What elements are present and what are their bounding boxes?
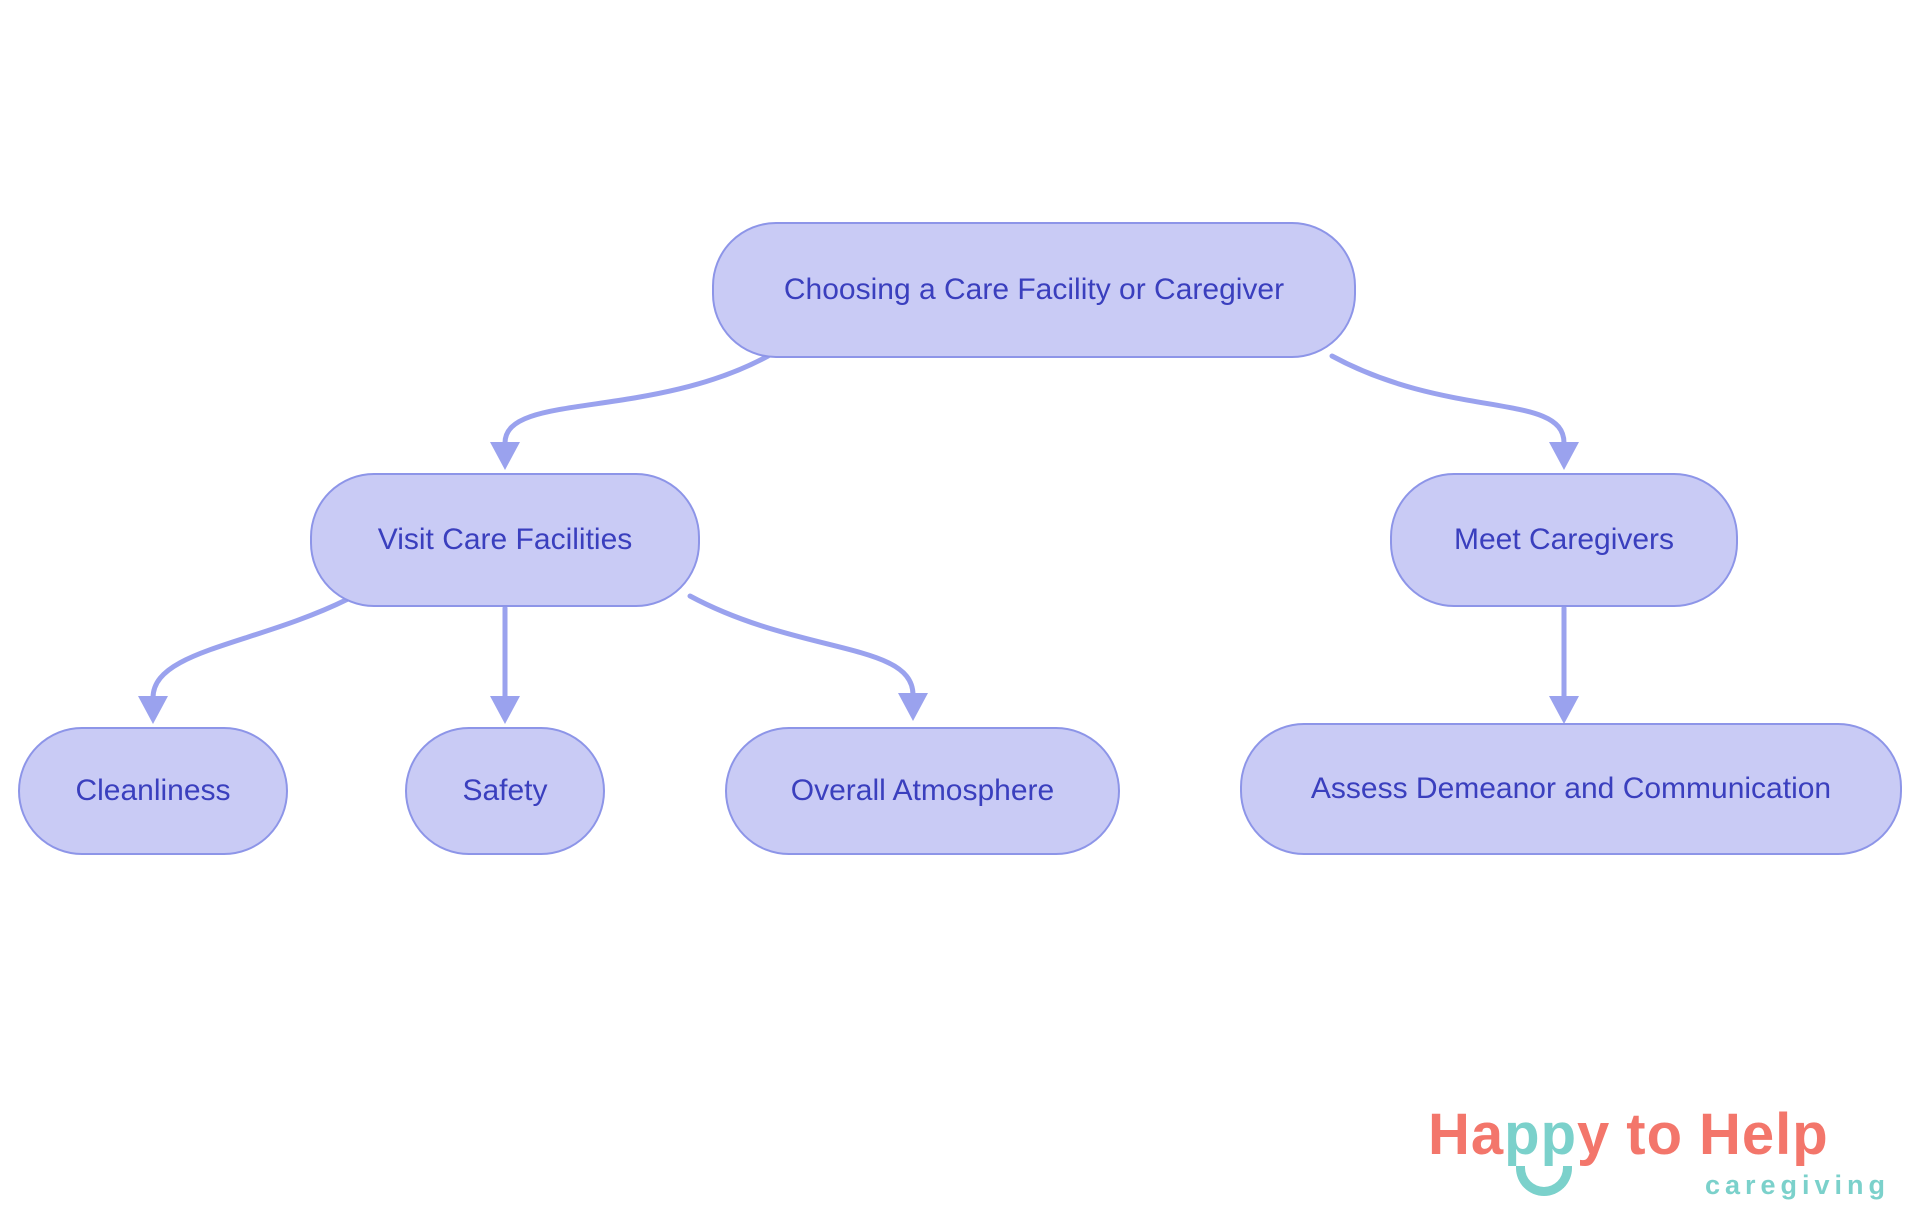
node-label: Cleanliness bbox=[75, 774, 231, 807]
edge-line bbox=[1329, 353, 1567, 446]
node-meet-caregivers: Meet Caregivers bbox=[1390, 473, 1738, 607]
edge-arrowhead bbox=[898, 693, 928, 721]
node-visit-care-facilities: Visit Care Facilities bbox=[310, 473, 700, 607]
edge-meet-to-assess bbox=[1549, 605, 1579, 724]
node-cleanliness: Cleanliness bbox=[18, 727, 288, 855]
edge-arrowhead bbox=[490, 442, 520, 470]
logo-text-ha: Ha bbox=[1428, 1102, 1505, 1167]
node-label: Overall Atmosphere bbox=[790, 774, 1055, 807]
edge-line bbox=[502, 353, 771, 446]
edge-root-to-visit bbox=[490, 353, 771, 470]
logo-text-to: to bbox=[1626, 1102, 1684, 1167]
logo-text-pp: pp bbox=[1504, 1102, 1578, 1167]
node-safety: Safety bbox=[405, 727, 605, 855]
edge-visit-to-safety bbox=[490, 605, 520, 724]
smile-icon bbox=[1516, 1166, 1572, 1196]
edge-arrowhead bbox=[1549, 442, 1579, 470]
edge-arrowhead bbox=[138, 696, 168, 724]
edge-visit-to-overall bbox=[687, 593, 928, 721]
edge-line bbox=[150, 596, 351, 701]
node-label: Safety bbox=[462, 774, 548, 807]
node-overall-atmosphere: Overall Atmosphere bbox=[725, 727, 1120, 855]
node-assess-demeanor-and-communication: Assess Demeanor and Communication bbox=[1240, 723, 1902, 855]
edge-visit-to-cleanliness bbox=[138, 596, 351, 724]
node-label: Visit Care Facilities bbox=[377, 523, 633, 556]
node-label: Assess Demeanor and Communication bbox=[1310, 772, 1832, 805]
logo-subtitle: caregiving bbox=[1704, 1170, 1890, 1200]
logo-text-help: Help bbox=[1699, 1102, 1829, 1167]
node-label: Meet Caregivers bbox=[1453, 523, 1675, 556]
node-label: Choosing a Care Facility or Caregiver bbox=[783, 273, 1285, 306]
edge-root-to-meet bbox=[1329, 353, 1579, 470]
edge-arrowhead bbox=[1549, 696, 1579, 724]
logo-text-y: y bbox=[1577, 1102, 1611, 1167]
edge-arrowhead bbox=[490, 696, 520, 724]
edge-line bbox=[687, 593, 916, 698]
node-choosing-care-facility-or-caregiver: Choosing a Care Facility or Caregiver bbox=[712, 222, 1356, 358]
